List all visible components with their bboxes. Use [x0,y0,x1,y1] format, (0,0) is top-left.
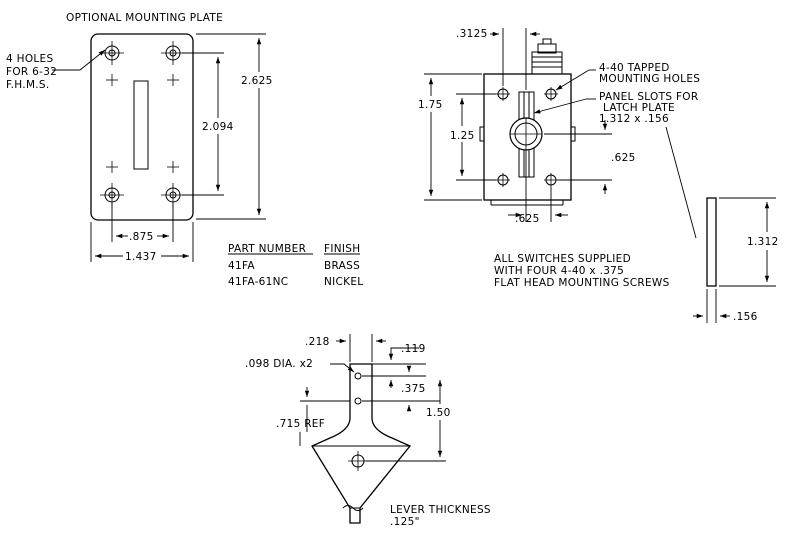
dim-switch-hole-offset-bottom: .625 [508,150,568,225]
lever-hole-note: .098 DIA. x2 [245,358,355,373]
svg-text:2.625: 2.625 [241,75,273,87]
dim-switch-hole-offset-right: .625 [544,120,636,194]
plate-title: OPTIONAL MOUNTING PLATE [66,12,223,24]
plate-center-slot [133,80,149,170]
table-header-finish: FINISH [324,243,360,255]
dim-plate-width: 1.437 [90,222,194,263]
plate-holes-note: 4 HOLES FOR 6-32 F.H.M.S. [6,49,106,91]
svg-text:MOUNTING HOLES: MOUNTING HOLES [599,73,700,85]
svg-text:WITH FOUR 4-40 x .375: WITH FOUR 4-40 x .375 [494,265,624,277]
svg-text:4-40 TAPPED: 4-40 TAPPED [599,62,670,74]
svg-text:PANEL SLOTS FOR: PANEL SLOTS FOR [599,91,698,103]
switch-hole-tr [544,87,558,101]
dim-lever-hole-spacing: .375 [362,365,440,412]
latch-plate-outline [706,197,717,287]
switch-side-tab-left [479,126,485,142]
lever-thickness-note: LEVER THICKNESS .125" [390,504,491,528]
svg-text:1.312 x .156: 1.312 x .156 [599,113,669,125]
svg-text:F.H.M.S.: F.H.M.S. [6,79,50,91]
svg-text:.156: .156 [733,311,758,323]
svg-text:FLAT HEAD MOUNTING SCREWS: FLAT HEAD MOUNTING SCREWS [494,277,670,289]
svg-text:1.437: 1.437 [125,251,157,263]
svg-text:1.75: 1.75 [418,99,443,111]
plate-center-marks [100,41,185,207]
svg-text:.625: .625 [611,152,636,164]
switch-hole-br [544,173,558,187]
svg-text:LATCH PLATE: LATCH PLATE [603,102,675,114]
svg-text:.218: .218 [305,336,330,348]
svg-text:.125": .125" [390,516,420,528]
svg-text:4 HOLES: 4 HOLES [6,53,53,65]
svg-text:ALL SWITCHES SUPPLIED: ALL SWITCHES SUPPLIED [494,253,631,265]
svg-text:2.094: 2.094 [202,121,234,133]
dim-lever-width: .218 [305,334,386,362]
switch-front-view: .3125 1.75 1.25 .625 [418,28,700,239]
lever-pivot-hole [348,451,368,471]
panel-slots-note: PANEL SLOTS FOR LATCH PLATE 1.312 x .156 [533,91,698,239]
svg-text:1.25: 1.25 [450,130,475,142]
dim-lever-hole-offset: .119 [362,343,426,388]
dim-switch-top-offset: .3125 [456,28,540,90]
svg-text:.3125: .3125 [456,28,488,40]
parts-table: PART NUMBER FINISH 41FA BRASS 41FA-61NC … [228,243,363,288]
switch-panel-slot [509,91,543,178]
dim-latch-length: 1.312 [719,197,779,287]
dim-switch-hole-span-v: 1.25 [450,93,496,181]
svg-text:1.312: 1.312 [747,236,779,248]
lever-view: .218 .119 .098 DIA. x2 .375 1.50 [245,334,491,528]
lever-hole-bottom [354,397,362,405]
svg-text:.375: .375 [401,383,426,395]
table-cell: NICKEL [324,276,363,288]
tapped-holes-note: 4-40 TAPPED MOUNTING HOLES [555,62,700,91]
switch-hole-bl [496,173,510,187]
dim-plate-hole-span-v: 2.094 [182,52,234,196]
dim-plate-height: 2.625 [196,33,273,220]
svg-text:LEVER THICKNESS: LEVER THICKNESS [390,504,491,516]
svg-text:1.50: 1.50 [426,407,451,419]
switch-top-connector [531,38,563,75]
table-cell: BRASS [324,260,360,272]
lever-hole-top [354,372,362,380]
table-header-part-number: PART NUMBER [228,243,306,255]
switch-hole-tl [496,87,510,101]
dim-plate-hole-span-h: .875 [111,203,174,243]
svg-text:.625: .625 [515,213,540,225]
svg-text:.098 DIA. x2: .098 DIA. x2 [245,358,313,370]
svg-text:.119: .119 [401,343,426,355]
svg-text:.715 REF: .715 REF [276,418,325,430]
latch-plate-side-view: 1.312 .156 [693,197,779,323]
mounting-plate-view: OPTIONAL MOUNTING PLATE [6,12,273,263]
dim-lever-ref: .715 REF [276,387,350,446]
dim-latch-thickness: .156 [693,289,758,323]
lever-outline [311,363,412,524]
plate-outline [90,33,194,221]
svg-text:FOR 6-32: FOR 6-32 [6,66,57,78]
table-cell: 41FA [228,260,255,272]
supply-note: ALL SWITCHES SUPPLIED WITH FOUR 4-40 x .… [494,253,670,289]
dim-switch-height: 1.75 [418,73,482,201]
svg-text:.875: .875 [129,231,154,243]
table-cell: 41FA-61NC [228,276,288,288]
dim-lever-length: 1.50 [366,380,451,462]
